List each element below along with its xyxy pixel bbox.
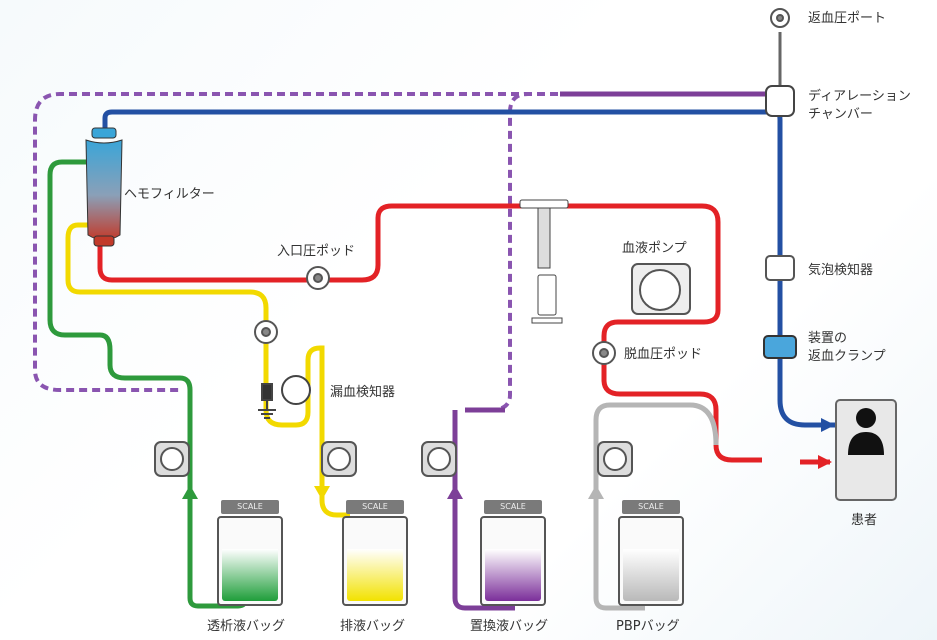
inlet-pressure-pod-label: 入口圧ポッド [277, 244, 356, 259]
arrow-replacement [447, 485, 463, 499]
blood-pump-shape [631, 263, 691, 315]
effluent-bag-label: 排液バッグ [340, 619, 406, 634]
prefilter-pressure-pod-shape [592, 341, 616, 365]
pump-replacement [421, 441, 457, 477]
return-clamp-shape [763, 335, 797, 359]
patient-figure [835, 399, 897, 501]
syringe [519, 199, 569, 324]
deaeration-chamber-label-2: チャンバー [808, 107, 873, 122]
return-clamp-label-1: 装置の [808, 331, 848, 346]
arrow-pbp [588, 485, 604, 499]
replacement-line [452, 410, 515, 611]
blood-leak-detector-label: 漏血検知器 [330, 385, 396, 400]
pump-pbp [597, 441, 633, 477]
replacement-pre-line [470, 92, 558, 412]
air-detector-shape [765, 255, 795, 281]
replacement-bag [480, 516, 546, 606]
inlet-pressure-pod [306, 266, 330, 290]
blood-pump-label: 血液ポンプ [622, 241, 687, 256]
dialysate-bag [217, 516, 283, 606]
arrow-dialysate [182, 485, 198, 499]
return-port-shape [770, 8, 790, 28]
replacement-scale: SCALE [484, 500, 542, 514]
pbp-scale: SCALE [622, 500, 680, 514]
pbp-bag-label: PBPバッグ [616, 619, 680, 634]
dialysate-line [47, 159, 249, 609]
effluent-scale: SCALE [346, 500, 404, 514]
return-clamp-label-2: 返血クランプ [808, 349, 886, 364]
pbp-line [593, 402, 719, 611]
deaeration-chamber-label-1: ディアレーション [808, 89, 911, 104]
hemofilter [85, 127, 123, 247]
replacement-bag-label: 置換液バッグ [470, 619, 549, 634]
pump-effluent [321, 441, 357, 477]
blood-return-line [102, 109, 835, 428]
deaeration-chamber [765, 85, 795, 117]
pbp-bag [618, 516, 684, 606]
hemofilter-label: ヘモフィルター [124, 187, 215, 202]
blood-leak-detector-shape [258, 375, 311, 419]
arrow-effluent [314, 486, 330, 500]
effluent-line [65, 222, 350, 518]
air-detector-label: 気泡検知器 [808, 263, 874, 278]
dialysate-scale: SCALE [221, 500, 279, 514]
pump-dialysate [154, 441, 190, 477]
replacement-post-line [33, 92, 558, 392]
effluent-pressure-pod [254, 320, 278, 344]
patient-label: 患者 [851, 513, 878, 528]
prefilter-pressure-pod-label: 脱血圧ポッド [624, 347, 703, 362]
dialysate-bag-label: 透析液バッグ [207, 619, 286, 634]
return-pressure-port-label: 返血圧ポート [808, 11, 887, 26]
blood-out-line [97, 203, 762, 463]
effluent-bag [342, 516, 408, 606]
